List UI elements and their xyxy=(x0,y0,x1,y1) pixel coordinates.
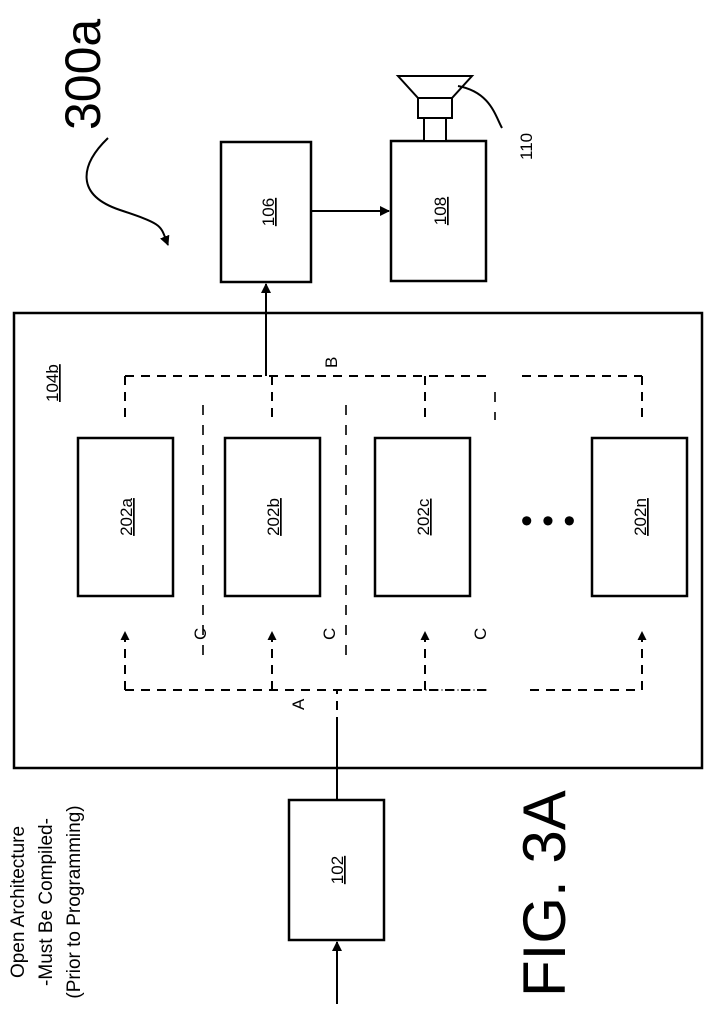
ellipsis-dots: • • • xyxy=(521,502,576,540)
block-102-label: 102 xyxy=(328,856,347,884)
block-106-label: 106 xyxy=(259,198,278,226)
path-c-label-1: C xyxy=(191,628,210,640)
block-108-label: 108 xyxy=(431,197,450,225)
path-b-label: B xyxy=(322,357,341,368)
path-c-label-2: C xyxy=(320,628,339,640)
speaker-leader-line xyxy=(458,86,502,128)
block-202n-label: 202n xyxy=(631,498,650,536)
note-line-3: (Prior to Programming) xyxy=(64,805,85,998)
block-202c-label: 202c xyxy=(414,498,433,535)
block-104b-label: 104b xyxy=(43,364,62,402)
speaker-label: 110 xyxy=(517,133,536,160)
figure-ref-label: 300a xyxy=(55,19,111,130)
block-202a-label: 202a xyxy=(117,498,136,536)
note-line-1: Open Architecture xyxy=(8,826,29,978)
note-line-2: -Must Be Compiled- xyxy=(36,818,57,986)
block-202b-label: 202b xyxy=(264,498,283,536)
path-a-label: A xyxy=(289,698,308,710)
figure-ref-pointer xyxy=(87,138,168,245)
figure-caption: FIG. 3A xyxy=(511,790,578,997)
path-c-label-3: C xyxy=(471,628,490,640)
